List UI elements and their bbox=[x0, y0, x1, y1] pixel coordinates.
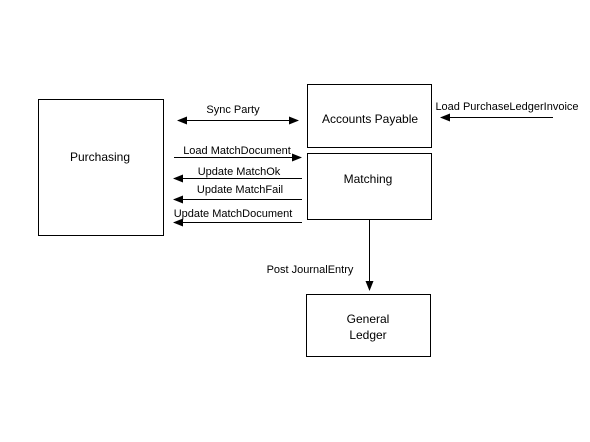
sync-party-label: Sync Party bbox=[206, 104, 260, 116]
general-ledger-label-line1: General bbox=[347, 312, 390, 326]
node-matching: Matching bbox=[307, 153, 432, 220]
update-match-ok-label: Update MatchOk bbox=[198, 166, 281, 178]
edge-load-match-document: Load MatchDocument bbox=[174, 145, 302, 162]
edge-sync-party: Sync Party bbox=[177, 104, 299, 125]
edge-update-match-document: Update MatchDocument bbox=[173, 208, 302, 227]
load-match-document-label: Load MatchDocument bbox=[183, 145, 291, 157]
purchasing-box bbox=[38, 99, 164, 236]
matching-box bbox=[307, 153, 432, 220]
purchasing-label: Purchasing bbox=[70, 150, 130, 164]
matching-label: Matching bbox=[344, 172, 393, 186]
general-ledger-box bbox=[306, 294, 431, 357]
update-match-fail-label: Update MatchFail bbox=[197, 184, 283, 196]
node-accounts-payable: Accounts Payable bbox=[307, 84, 432, 148]
load-purchase-ledger-invoice-label: Load PurchaseLedgerInvoice bbox=[435, 101, 578, 113]
accounts-payable-box bbox=[307, 84, 432, 148]
edge-load-purchase-ledger-invoice: Load PurchaseLedgerInvoice bbox=[435, 101, 579, 122]
general-ledger-label-line2: Ledger bbox=[349, 328, 386, 342]
node-purchasing: Purchasing bbox=[38, 99, 164, 236]
accounts-payable-label: Accounts Payable bbox=[322, 112, 418, 126]
edge-update-match-ok: Update MatchOk bbox=[173, 166, 302, 183]
post-journal-entry-label: Post JournalEntry bbox=[267, 264, 354, 276]
update-match-document-label: Update MatchDocument bbox=[174, 208, 293, 220]
edge-update-match-fail: Update MatchFail bbox=[173, 184, 302, 204]
node-general-ledger: General Ledger bbox=[306, 294, 431, 357]
edge-post-journal-entry: Post JournalEntry bbox=[267, 220, 374, 291]
